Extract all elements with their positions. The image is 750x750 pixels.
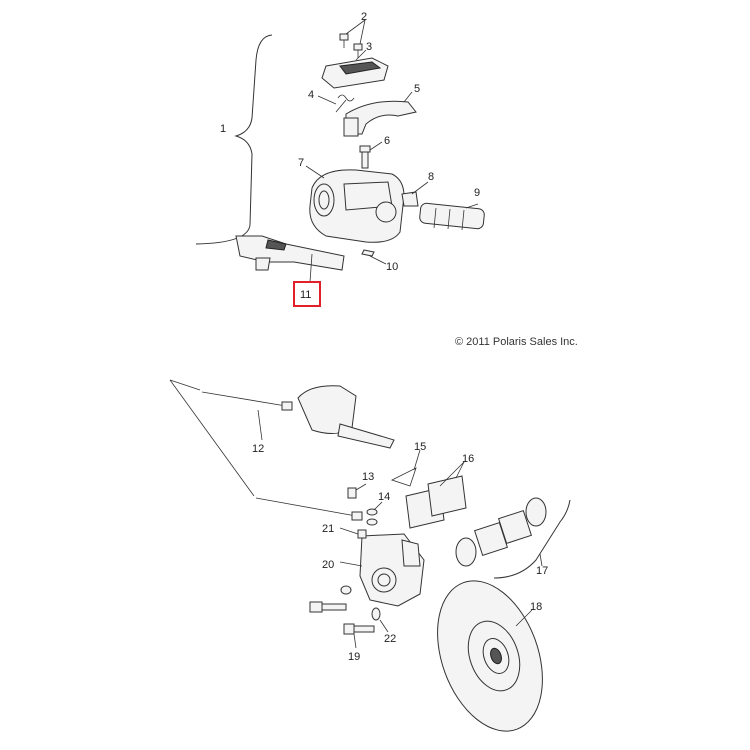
callout-11-highlight: [293, 281, 321, 307]
part-2-screws: [339, 19, 366, 58]
part-7-master-cylinder: [305, 165, 405, 243]
callout-5: 5: [414, 83, 420, 95]
callout-15: 15: [414, 441, 426, 453]
callout-12: 12: [252, 443, 264, 455]
part-16-brake-pads: [405, 461, 467, 529]
callout-11: 11: [300, 289, 311, 301]
callout-20: 20: [322, 559, 334, 571]
callout-13: 13: [362, 471, 374, 483]
part-17-pistons: [455, 497, 571, 579]
caliper-washer: [340, 585, 352, 595]
callout-10: 10: [386, 261, 398, 273]
callout-8: 8: [428, 171, 434, 183]
part-8-clamp: [401, 181, 429, 207]
part-3-cover: [321, 49, 389, 89]
callout-7: 7: [298, 157, 304, 169]
part-12-brake-line: [169, 379, 395, 521]
part-18-brake-disc: [437, 580, 543, 732]
callout-21: 21: [322, 523, 334, 535]
callout-14: 14: [378, 491, 390, 503]
callout-18: 18: [530, 601, 542, 613]
callout-9: 9: [474, 187, 480, 199]
part-4-spring: [317, 94, 355, 113]
part-5-bracket: [343, 91, 417, 137]
callout-3: 3: [366, 41, 372, 53]
part-10-pin: [361, 249, 387, 265]
callout-6: 6: [384, 135, 390, 147]
part-13-bleeder: [347, 483, 367, 499]
part-9-grip: [419, 202, 485, 231]
part-14-washers: [366, 501, 383, 526]
part-22-washer: [371, 607, 389, 633]
part-21-bleeder-screw: [339, 527, 367, 539]
part-15-spring-clip: [390, 449, 421, 487]
callout-4: 4: [308, 89, 314, 101]
part-6-pin: [359, 141, 383, 169]
copyright-notice: © 2011 Polaris Sales Inc.: [455, 336, 578, 348]
callout-22: 22: [384, 633, 396, 645]
callout-16: 16: [462, 453, 474, 465]
part-11-brake-lever: [235, 235, 345, 283]
brace-assembly-1: [195, 34, 273, 245]
callout-19: 19: [348, 651, 360, 663]
callout-1: 1: [220, 123, 226, 135]
part-19-bolt: [309, 601, 375, 649]
part-20-caliper: [339, 533, 425, 607]
callout-17: 17: [536, 565, 548, 577]
callout-2: 2: [361, 11, 367, 23]
